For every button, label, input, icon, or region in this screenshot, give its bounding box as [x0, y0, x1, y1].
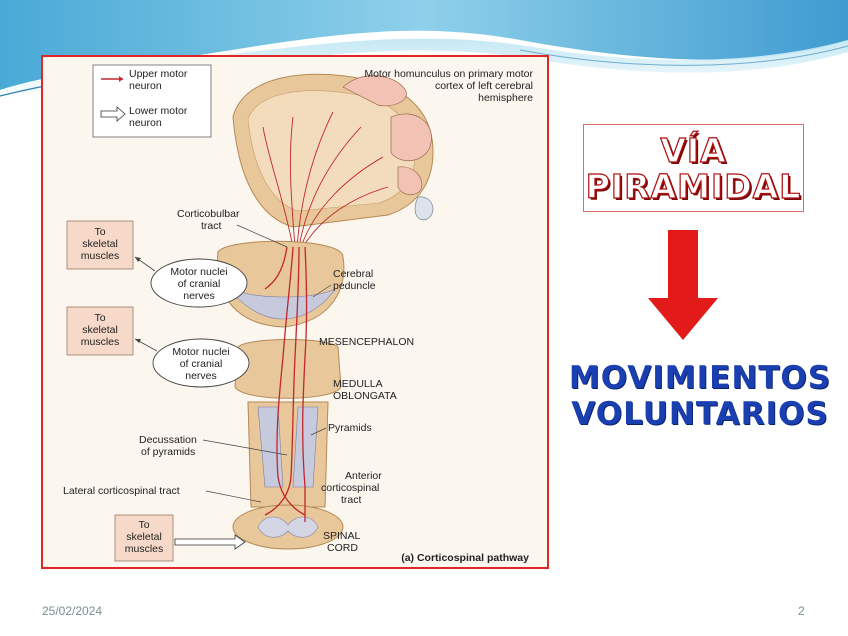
motor-nuclei-1-line1: Motor nuclei	[170, 266, 227, 278]
lower-motor-legend-arrow	[100, 106, 126, 122]
result-line-movimientos: MOVIMIENTOS	[568, 360, 832, 396]
to-skeletal-3-line3: muscles	[125, 543, 164, 555]
cerebral-peduncle-line1: Cerebral	[333, 268, 373, 280]
title-line-piramidal: PIRAMIDAL	[585, 167, 802, 206]
to-skeletal-muscles-box-2	[66, 306, 134, 356]
medulla-label-line1: MEDULLA	[333, 378, 383, 390]
legend-lower-line2: neuron	[129, 117, 162, 129]
legend-upper-line2: neuron	[129, 80, 162, 92]
homunculus-label-line1: Motor homunculus on primary motor	[364, 68, 533, 80]
to-skeletal-2-line3: muscles	[81, 336, 120, 348]
homunculus-label-line3: hemisphere	[478, 92, 533, 104]
footer-page-number: 2	[798, 604, 805, 618]
medulla-section	[234, 339, 342, 399]
motor-nuclei-oval-2	[152, 338, 250, 388]
cerebral-peduncle-line2: peduncle	[333, 280, 376, 292]
to-skeletal-2-line1: To	[94, 312, 105, 324]
homunculus-label-line2: cortex of left cerebral	[435, 80, 533, 92]
motor-nuclei-2-line2: of cranial	[180, 358, 223, 370]
pathway-diagram-svg: Upper motor neuron Lower motor neuron	[63, 64, 533, 564]
spinal-cord-label-line1: SPINAL	[323, 530, 361, 542]
title-box: VÍA PIRAMIDAL	[583, 124, 804, 212]
to-skeletal-3-line2: skeletal	[126, 531, 162, 543]
cortical-fiber-fan	[262, 111, 389, 248]
motor-nuclei-1-line3: nerves	[183, 290, 215, 302]
to-skeletal-1-line1: To	[94, 226, 105, 238]
corticospinal-pathway-figure: Upper motor neuron Lower motor neuron	[41, 55, 549, 569]
result-text: MOVIMIENTOS VOLUNTARIOS	[560, 360, 840, 432]
legend-box	[92, 64, 212, 138]
to-skeletal-1-line2: skeletal	[82, 238, 118, 250]
homunculus-figure	[342, 75, 407, 107]
corticobulbar-label-line2: tract	[201, 220, 222, 232]
spinal-cord-label-line2: CORD	[327, 542, 358, 554]
to-skeletal-3-line1: To	[138, 519, 149, 531]
corticospinal-tracts	[264, 246, 308, 522]
down-arrow-icon	[648, 230, 718, 340]
anterior-tract-line1: Anterior	[345, 470, 382, 482]
lateral-tract-label: Lateral corticospinal tract	[63, 485, 180, 497]
to-skeletal-muscles-box-1	[66, 220, 134, 270]
result-line-voluntarios: VOLUNTARIOS	[571, 396, 829, 432]
title-line-via: VÍA	[660, 131, 727, 170]
decussation-label-line2: of pyramids	[141, 446, 195, 458]
to-skeletal-2-line2: skeletal	[82, 324, 118, 336]
decussation-label-line1: Decussation	[139, 434, 197, 446]
medulla-label-line2: OBLONGATA	[333, 390, 397, 402]
motor-nuclei-1-line2: of cranial	[178, 278, 221, 290]
figure-caption: (a) Corticospinal pathway	[401, 552, 529, 564]
anterior-tract-line2: corticospinal	[321, 482, 379, 494]
anterior-tract-line3: tract	[341, 494, 362, 506]
legend-lower-line1: Lower motor	[129, 105, 188, 117]
lower-motor-neuron-arrow	[174, 534, 246, 550]
motor-nuclei-2-line1: Motor nuclei	[172, 346, 229, 358]
to-skeletal-muscles-box-3	[114, 514, 174, 562]
mesencephalon-label: MESENCEPHALON	[319, 336, 414, 348]
corticobulbar-label-line1: Corticobulbar	[177, 208, 240, 220]
footer-date: 25/02/2024	[42, 604, 103, 618]
motor-nuclei-oval-1	[150, 258, 248, 308]
legend-upper-line1: Upper motor	[129, 68, 188, 80]
to-skeletal-1-line3: muscles	[81, 250, 120, 262]
pyramids-label: Pyramids	[328, 422, 372, 434]
motor-nuclei-2-line3: nerves	[185, 370, 217, 382]
